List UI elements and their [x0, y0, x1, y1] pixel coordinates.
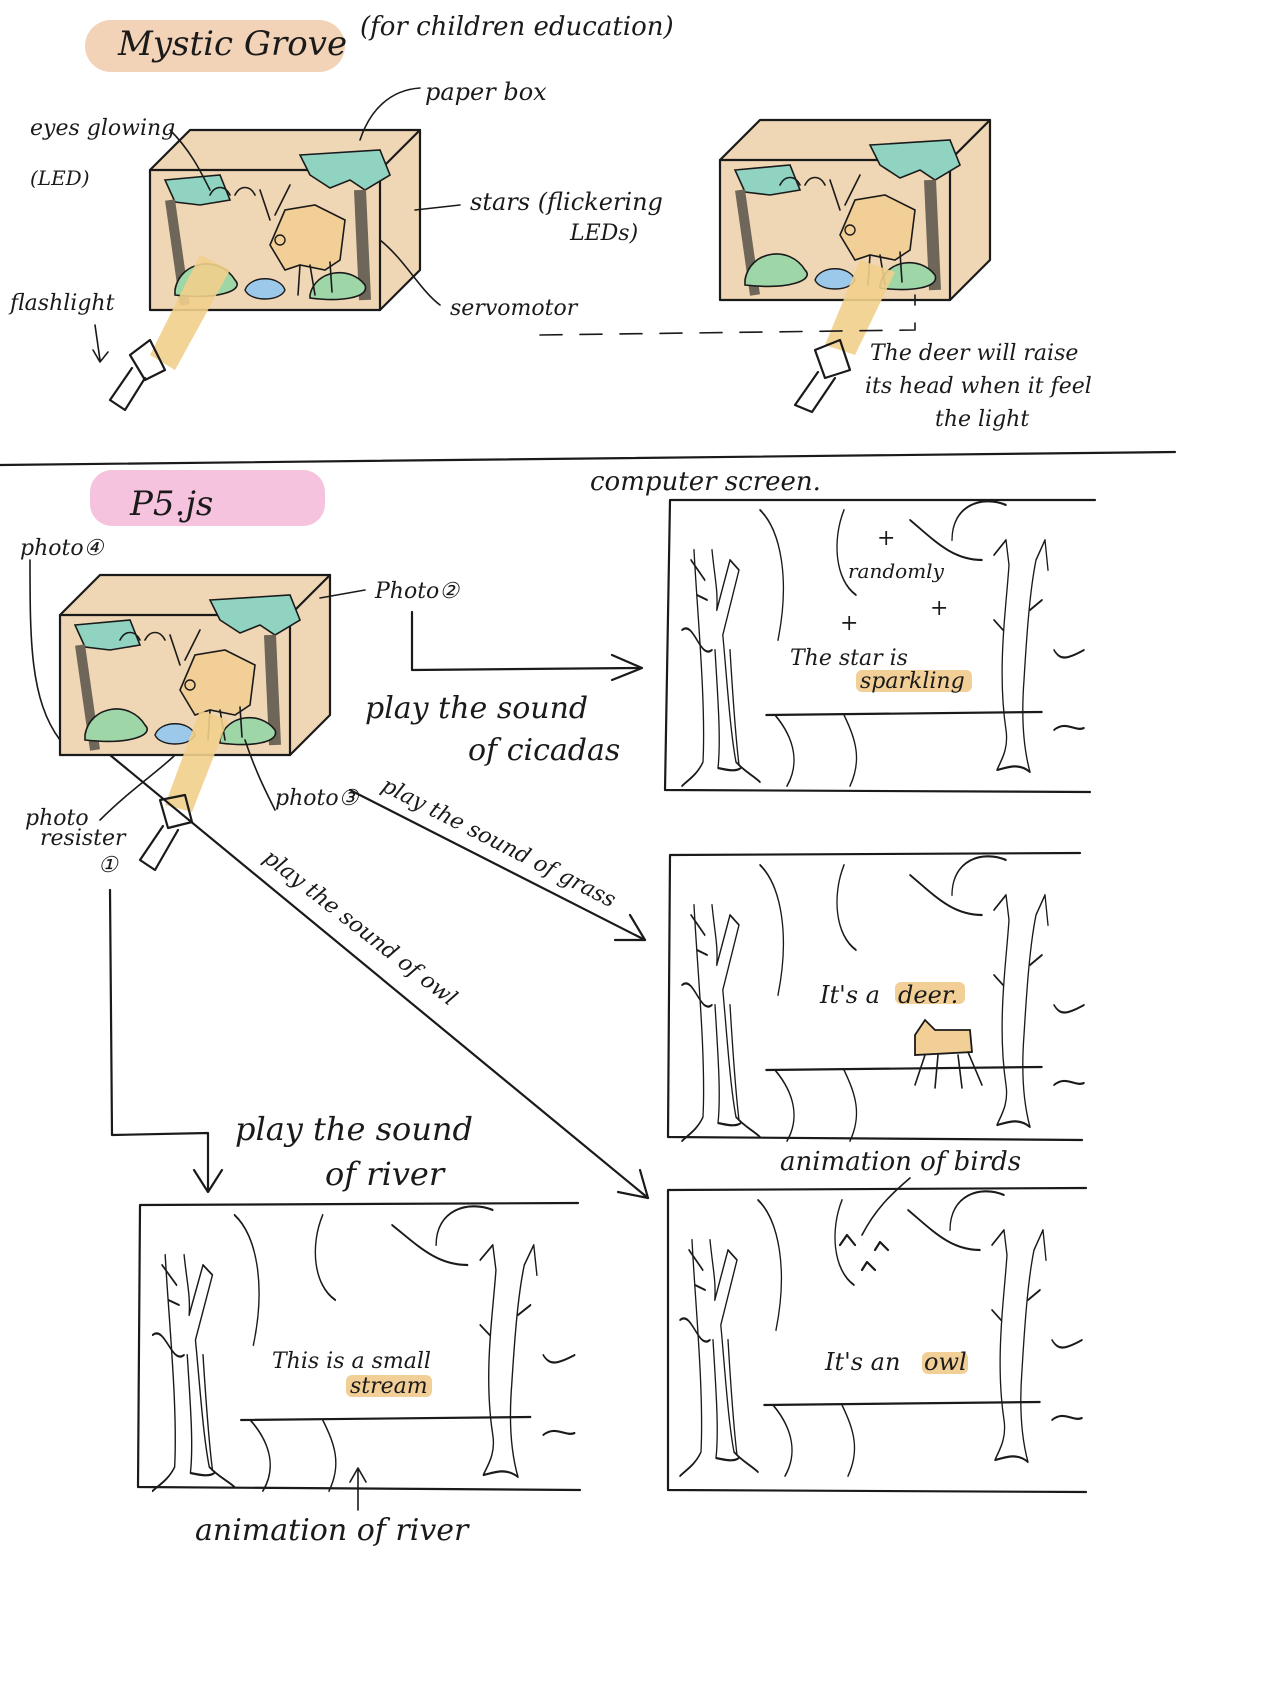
flashlight-icon: [108, 338, 167, 412]
page-title: Mystic Grove: [117, 24, 347, 64]
sound-owl: play the sound of owl: [258, 845, 461, 1011]
sound-river-line-2: of river: [325, 1155, 446, 1193]
label-flashlight: flashlight: [8, 291, 115, 316]
screen-owl: [666, 1186, 1088, 1494]
label-photo-resister-2: resister: [40, 826, 127, 851]
label-randomly: randomly: [848, 559, 945, 583]
screen-river: [136, 1201, 582, 1493]
screen-stars: [663, 498, 1097, 794]
owl-text-prefix: It's an: [824, 1348, 900, 1376]
birds-icon: [838, 1233, 890, 1272]
label-led: (LED): [30, 166, 90, 190]
star-text-line-2: sparkling: [860, 669, 965, 694]
arrow-to-owl-screen: [108, 753, 650, 1200]
sparkling-highlight: [856, 670, 972, 692]
flashlight-icon-reacting: [793, 338, 852, 414]
computer-screen-label: computer screen.: [590, 467, 821, 497]
star-plus-1: +: [877, 526, 895, 551]
sound-river-line-1: play the sound: [235, 1110, 473, 1148]
stream-highlight: [346, 1375, 432, 1397]
label-animation-of-river: animation of river: [195, 1513, 470, 1548]
note-line-2: its head when it feel: [865, 374, 1092, 399]
river-text-line-1: This is a small: [272, 1349, 431, 1374]
star-plus-2: +: [840, 611, 858, 636]
star-text-line-1: The star is: [790, 646, 908, 671]
label-stars-1: stars (flickering: [470, 188, 663, 216]
deer-icon: [914, 1018, 983, 1089]
page-subtitle: (for children education): [360, 12, 674, 42]
screen-deer: [666, 851, 1086, 1143]
label-photo3: photo③: [275, 786, 360, 811]
label-photo-resister-num: ①: [98, 853, 119, 878]
flashlight-beam: [150, 255, 230, 370]
p5-highlight: [90, 470, 325, 526]
label-photo2: Photo②: [374, 579, 460, 604]
p5-label: P5.js: [129, 484, 213, 524]
owl-text-highlight: owl: [924, 1348, 967, 1376]
label-photo-resister-1: photo: [25, 806, 89, 831]
label-eyes-glowing: eyes glowing: [30, 116, 175, 141]
label-paper-box: paper box: [425, 78, 547, 106]
river-text-line-2: stream: [350, 1374, 428, 1399]
star-plus-3: +: [930, 596, 948, 621]
sound-cicadas-line-1: play the sound: [365, 691, 588, 726]
arrow-to-river-screen: [108, 888, 224, 1194]
label-servomotor: servomotor: [450, 296, 579, 321]
deer-highlight: [895, 982, 965, 1004]
label-stars-2: LEDs): [569, 221, 638, 246]
note-line-3: the light: [935, 407, 1029, 432]
river-arrow: [349, 1467, 367, 1511]
sound-grass: play the sound of grass: [377, 773, 619, 913]
label-animation-of-birds: animation of birds: [780, 1147, 1021, 1177]
section-divider: [0, 450, 1177, 467]
owl-highlight: [922, 1352, 968, 1374]
title-highlight: [85, 20, 345, 72]
arrow-to-stars-screen: [410, 610, 644, 682]
label-photo4: photo④: [20, 536, 105, 561]
note-line-1: The deer will raise: [870, 341, 1078, 366]
deer-text-prefix: It's a: [819, 981, 880, 1009]
arrow-to-deer-screen: [348, 788, 647, 942]
flashlight-beam-sensors: [165, 710, 228, 812]
sound-cicadas-line-2: of cicadas: [468, 733, 620, 768]
deer-text-highlight: deer.: [898, 981, 958, 1009]
